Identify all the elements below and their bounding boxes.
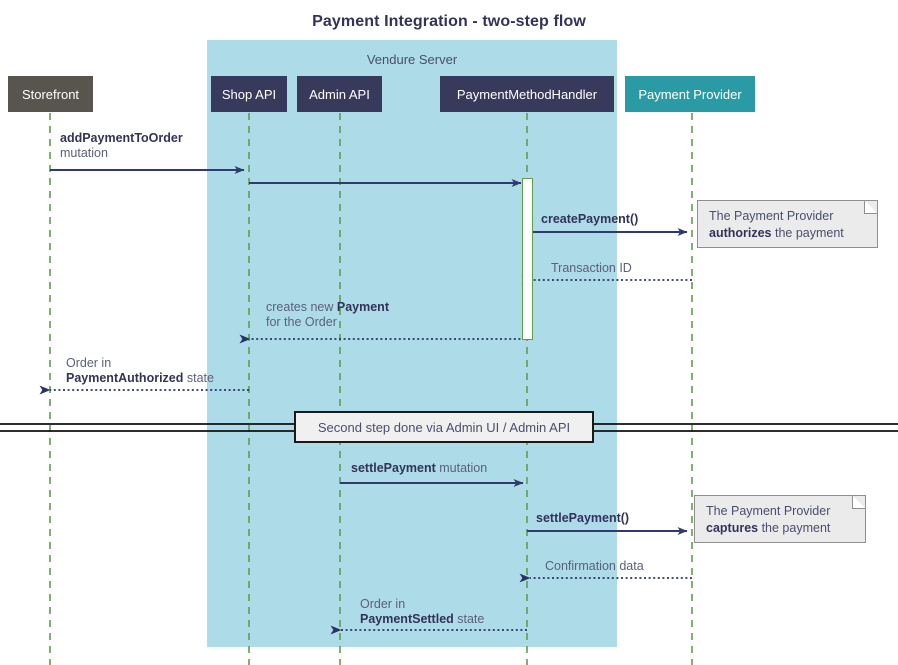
message-create-payment-bold: createPayment() — [541, 212, 639, 226]
note-captures-rest: the payment — [758, 521, 831, 535]
message-label-settle-payment-call: settlePayment() — [536, 511, 629, 526]
message-settle-payment-mutation-rest: mutation — [435, 461, 488, 475]
message-label-settle-payment-mutation: settlePayment mutation — [351, 461, 487, 476]
participant-storefront-label: Storefront — [21, 86, 80, 102]
message-order-payment-settled-bold: PaymentSettled — [360, 612, 454, 626]
note-fold-corner-icon — [864, 200, 878, 214]
participant-payment-method-handler[interactable]: PaymentMethodHandler — [440, 76, 614, 112]
note-authorizes-rest: the payment — [771, 226, 844, 240]
message-confirmation-data-text: Confirmation data — [545, 559, 644, 573]
participant-storefront[interactable]: Storefront — [8, 76, 93, 112]
participant-payment-provider-label: Payment Provider — [638, 86, 742, 102]
group-label-vendure-server: Vendure Server — [366, 52, 458, 67]
vendure-server-group — [207, 40, 617, 647]
message-transaction-id-text: Transaction ID — [551, 261, 632, 275]
message-label-transaction-id: Transaction ID — [551, 261, 632, 276]
message-label-add-payment-to-order: addPaymentToOrder mutation — [60, 131, 183, 161]
note-fold-corner-icon-2 — [852, 495, 866, 509]
participant-shop-api-label: Shop API — [221, 86, 277, 102]
note-captures: The Payment Provider captures the paymen… — [694, 495, 866, 543]
page-title: Payment Integration - two-step flow — [312, 13, 586, 30]
participant-payment-provider[interactable]: Payment Provider — [625, 76, 755, 112]
message-creates-new-payment-pre: creates new — [266, 300, 337, 314]
participant-admin-api-label: Admin API — [309, 86, 370, 102]
message-creates-new-payment-line2: for the Order — [266, 315, 337, 329]
message-order-payment-authorized-rest: state — [183, 371, 214, 385]
message-order-payment-settled-line1: Order in — [360, 597, 406, 611]
note-authorizes-line1: The Payment Provider — [709, 209, 834, 223]
message-label-order-payment-settled: Order in PaymentSettled state — [360, 597, 484, 627]
message-order-payment-settled-rest: state — [453, 612, 485, 626]
message-order-payment-authorized-line1: Order in — [66, 356, 112, 370]
note-captures-bold: captures — [706, 521, 759, 535]
message-order-payment-authorized-bold: PaymentAuthorized — [66, 371, 184, 385]
participant-payment-method-handler-label: PaymentMethodHandler — [456, 86, 598, 102]
message-label-creates-new-payment: creates new Payment for the Order — [266, 300, 389, 330]
note-authorizes-bold: authorizes — [709, 226, 772, 240]
note-authorizes: The Payment Provider authorizes the paym… — [697, 200, 878, 248]
message-add-payment-to-order-bold: addPaymentToOrder — [60, 131, 183, 145]
activation-bar-payment-method-handler — [522, 178, 533, 340]
message-label-create-payment: createPayment() — [541, 212, 638, 227]
participant-shop-api[interactable]: Shop API — [211, 76, 287, 112]
message-settle-payment-call-bold: settlePayment() — [536, 511, 630, 525]
divider-second-step-label: Second step done via Admin UI / Admin AP… — [317, 419, 571, 435]
note-captures-line1: The Payment Provider — [706, 504, 831, 518]
message-label-confirmation-data: Confirmation data — [545, 559, 644, 574]
message-settle-payment-mutation-bold: settlePayment — [351, 461, 436, 475]
message-label-order-payment-authorized: Order in PaymentAuthorized state — [66, 356, 214, 386]
participant-admin-api[interactable]: Admin API — [297, 76, 382, 112]
message-creates-new-payment-bold: Payment — [336, 300, 389, 314]
message-add-payment-to-order-rest: mutation — [60, 146, 108, 160]
divider-second-step: Second step done via Admin UI / Admin AP… — [294, 411, 594, 443]
